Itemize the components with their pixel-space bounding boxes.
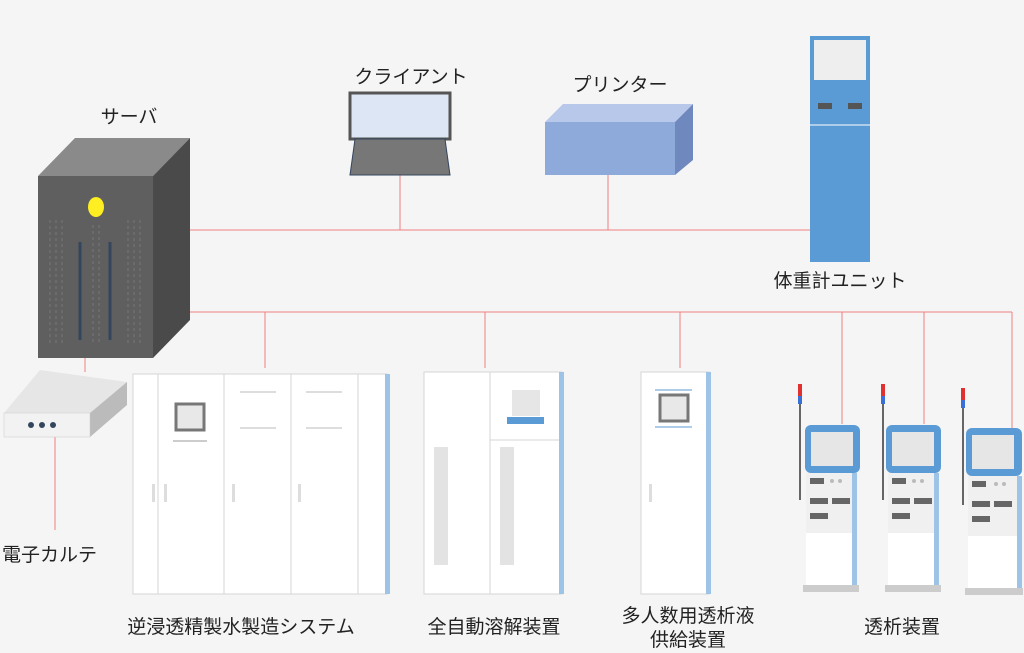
dialysis-machine-1-icon: [798, 384, 860, 592]
multi-supply-label-line1: 多人数用透析液: [621, 605, 755, 627]
dialysis-machine-2-icon: [881, 384, 941, 592]
multi-supply-icon: [640, 371, 711, 595]
server-label: サーバ: [100, 106, 158, 128]
multi-supply-label-line2: 供給装置: [649, 629, 727, 651]
scale-unit-icon: [810, 36, 870, 262]
dialysis-machine-label: 透析装置: [863, 616, 941, 638]
network-lines: [54, 175, 1013, 530]
auto-dissolver-icon: [423, 371, 564, 595]
printer-icon: [545, 104, 693, 175]
scale-unit-label: 体重計ユニット: [773, 270, 907, 292]
client-label: クライアント: [354, 66, 468, 88]
emr-device-icon: [3, 370, 127, 438]
ro-system-icon: [132, 373, 390, 595]
server-power-indicator: [88, 197, 104, 217]
server-icon: [38, 138, 190, 358]
dialysis-machine-3-icon: [961, 388, 1023, 595]
client-laptop-icon: [348, 91, 452, 176]
auto-dissolver-label: 全自動溶解装置: [427, 616, 561, 638]
ro-system-label: 逆浸透精製水製造システム: [127, 616, 355, 638]
printer-label: プリンター: [572, 74, 668, 96]
emr-label: 電子カルテ: [2, 544, 98, 566]
